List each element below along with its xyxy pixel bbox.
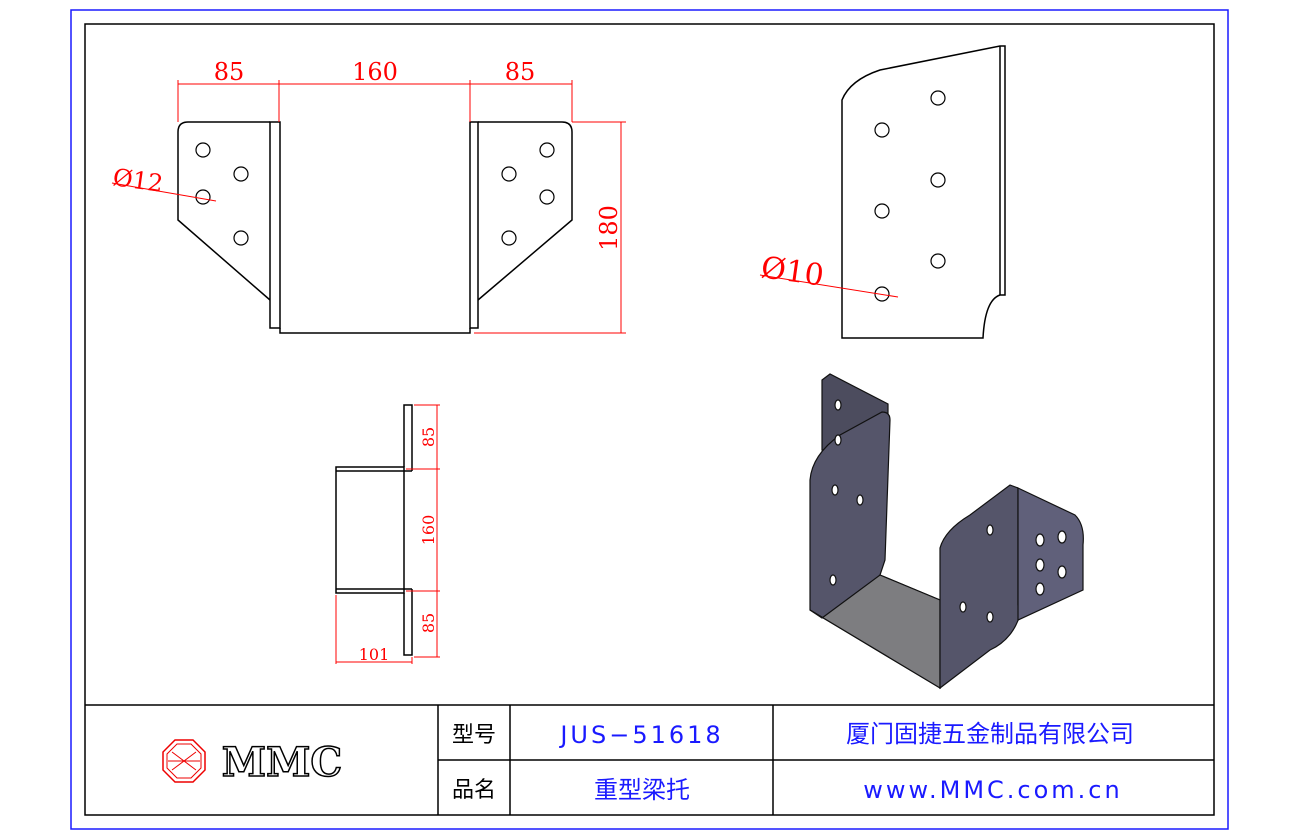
logo-text: MMC [222,739,342,786]
inner-border [84,23,1215,816]
side-view: Ø10 [759,45,1006,339]
company-name: 厦门固捷五金制品有限公司 [846,720,1134,748]
hole-dia-12: Ø12 [111,163,165,198]
dim-left: 85 [214,58,245,86]
seat [279,328,471,334]
dim-bottom: 85 [419,613,438,633]
logo: MMC [162,738,343,787]
outer-border [70,9,1229,830]
name-label: 品名 [452,778,496,803]
right-flange [477,121,573,301]
hole-dia-10: Ø10 [759,250,826,293]
website: www.MMC.com.cn [863,776,1122,804]
dim-height: 180 [595,205,623,251]
left-flange-edge [269,121,281,329]
title-block [85,704,1214,815]
dim-width: 101 [359,645,390,664]
dim-right: 85 [505,58,536,86]
dim-center: 160 [352,58,398,86]
front-dimensions [111,80,626,334]
model-value: JUS−51618 [558,721,723,749]
isometric-view [809,373,1084,690]
top-view: 85 160 85 101 [335,404,440,664]
name-value: 重型梁托 [594,776,690,804]
right-flange-edge [469,121,479,329]
dim-top: 85 [419,427,438,447]
front-view: 85 160 85 180 Ø12 [111,58,626,334]
dim-middle: 160 [419,515,438,546]
left-flange [177,121,271,301]
model-label: 型号 [452,723,496,748]
